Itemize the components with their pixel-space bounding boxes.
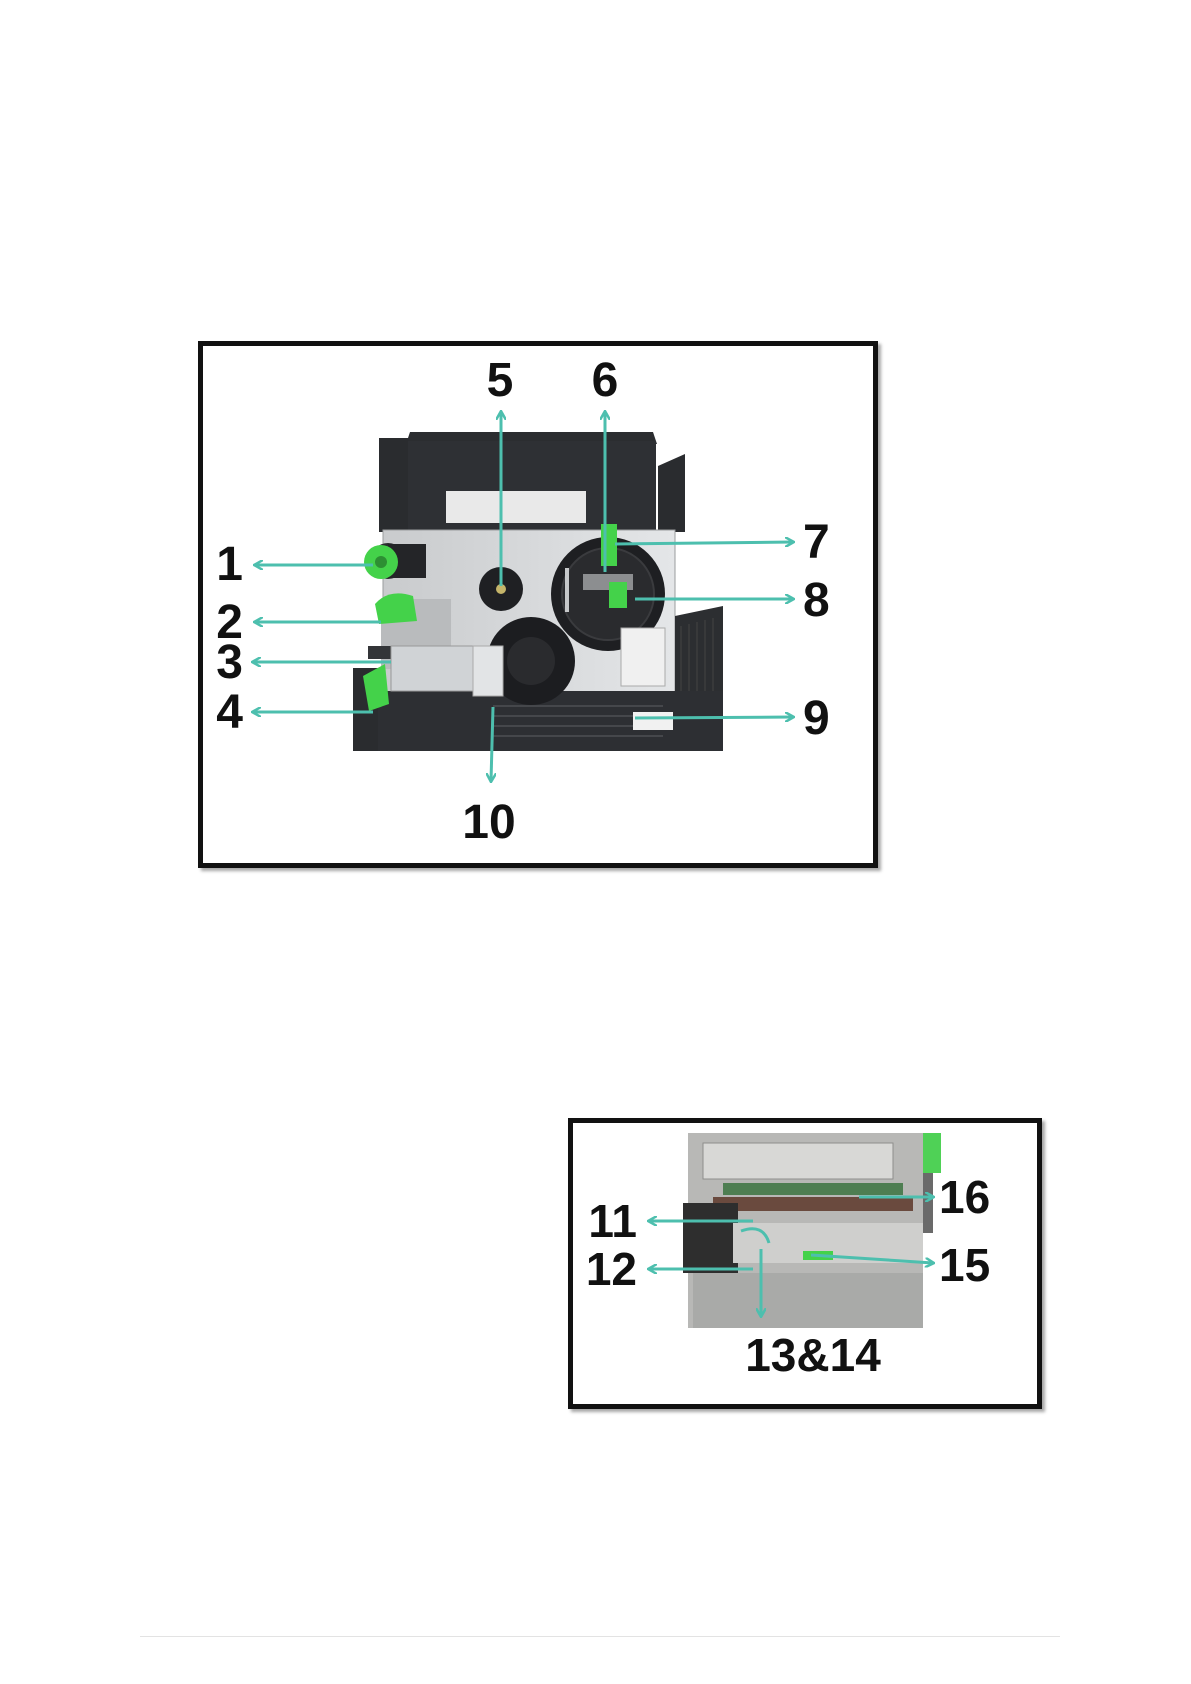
callout-9: 9: [803, 692, 830, 745]
printer-photo: [353, 432, 723, 751]
printer-side-view-drawing: 1 2 3 4 5 6 7 8 9 10: [203, 346, 873, 863]
print-head-closeup-figure: 11 12 13&14 15 16: [568, 1118, 1042, 1409]
print-head-closeup-drawing: 11 12 13&14 15 16: [573, 1123, 1037, 1404]
print-head-photo: [683, 1133, 941, 1328]
printer-side-view-figure: 1 2 3 4 5 6 7 8 9 10: [198, 341, 878, 868]
callout-13-14: 13&14: [745, 1329, 881, 1381]
callout-15: 15: [939, 1239, 990, 1291]
callout-12: 12: [586, 1243, 637, 1295]
callout-10: 10: [462, 796, 515, 849]
callout-1: 1: [216, 538, 243, 591]
callout-7: 7: [803, 516, 830, 569]
callout-4: 4: [216, 686, 243, 739]
callout-3: 3: [216, 636, 243, 689]
callout-11: 11: [588, 1195, 637, 1247]
callout-8: 8: [803, 574, 830, 627]
callout-6: 6: [592, 354, 619, 407]
callout-5: 5: [487, 354, 514, 407]
footer-divider: [140, 1636, 1060, 1637]
callout-16: 16: [939, 1171, 990, 1223]
